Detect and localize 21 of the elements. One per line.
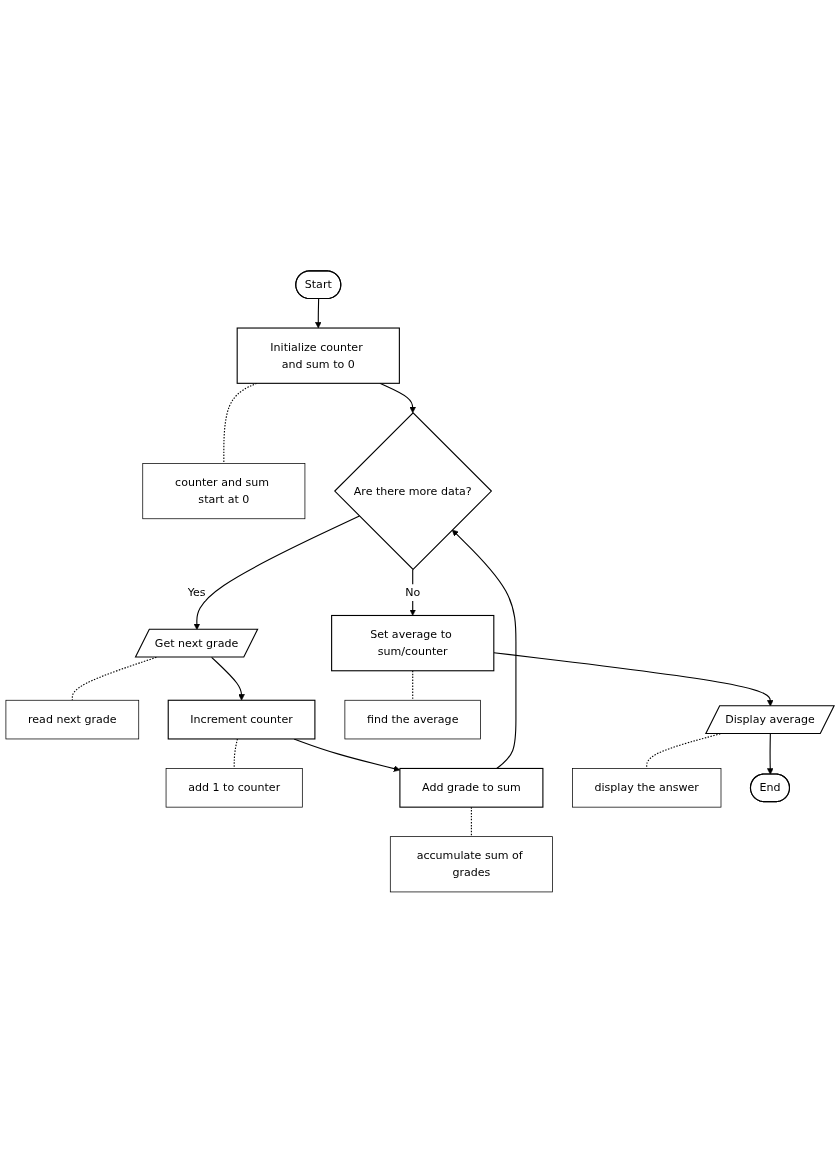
node-box: Add grade to sum bbox=[399, 767, 544, 808]
arrow bbox=[315, 297, 322, 328]
edge-label: No bbox=[405, 585, 421, 599]
connector bbox=[233, 738, 238, 769]
edge-label: Yes bbox=[187, 585, 206, 599]
node-box: Initialize counter and sum to 0 bbox=[236, 327, 400, 384]
node-box: Set average to sum/counter bbox=[331, 614, 495, 671]
node-diamond: Are there more data? bbox=[334, 411, 493, 570]
node-box: Increment counter bbox=[167, 699, 316, 740]
connector bbox=[412, 669, 414, 701]
node-box: display the answer bbox=[572, 767, 722, 808]
arrow bbox=[379, 382, 416, 413]
node-box: counter and sum start at 0 bbox=[142, 462, 306, 519]
arrow bbox=[211, 656, 245, 701]
node-box: add 1 to counter bbox=[165, 767, 303, 808]
node-box: accumulate sum of grades bbox=[389, 835, 553, 892]
connector bbox=[223, 382, 258, 464]
node-box: find the average bbox=[344, 699, 481, 739]
node-box: read next grade bbox=[5, 699, 140, 739]
connector bbox=[470, 806, 472, 837]
arrow bbox=[451, 529, 517, 769]
